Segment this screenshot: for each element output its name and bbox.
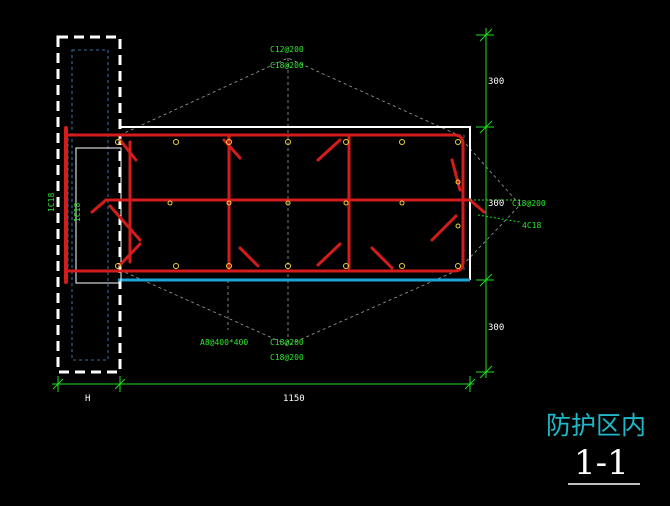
column-outline: [56, 35, 122, 374]
section-label: 1-1: [574, 443, 629, 483]
dimension-top-height: 300: [488, 77, 504, 87]
annotation-bottom-rebar-1: C18@200: [270, 338, 304, 347]
annotation-bottom-rebar-2: C18@200: [270, 353, 304, 362]
annotation-stirrup: A8@400*400: [200, 338, 248, 347]
dimension-bottom-height: 300: [488, 323, 504, 333]
dimension-lines: [52, 28, 521, 392]
annotation-right-rebar: C18@200: [512, 199, 546, 208]
annotation-top-rebar-2: C18@200: [270, 61, 304, 70]
dimension-width: 1150: [283, 394, 305, 404]
annotation-top-rebar-1: C12@200: [270, 45, 304, 54]
dashed-diamond-outlines: [119, 57, 521, 346]
zone-title: 防护区内: [546, 411, 646, 440]
annotation-left-vertical-2: 1C18: [73, 203, 82, 222]
annotation-right-bars: 4C18: [522, 221, 541, 230]
dimension-h-label: H: [85, 394, 90, 404]
rebar-anchor-dots: [115, 139, 461, 269]
annotation-left-vertical-1: 1C18: [47, 193, 56, 212]
rebar-group: [64, 126, 486, 284]
dimension-middle-height: 300: [488, 199, 504, 209]
